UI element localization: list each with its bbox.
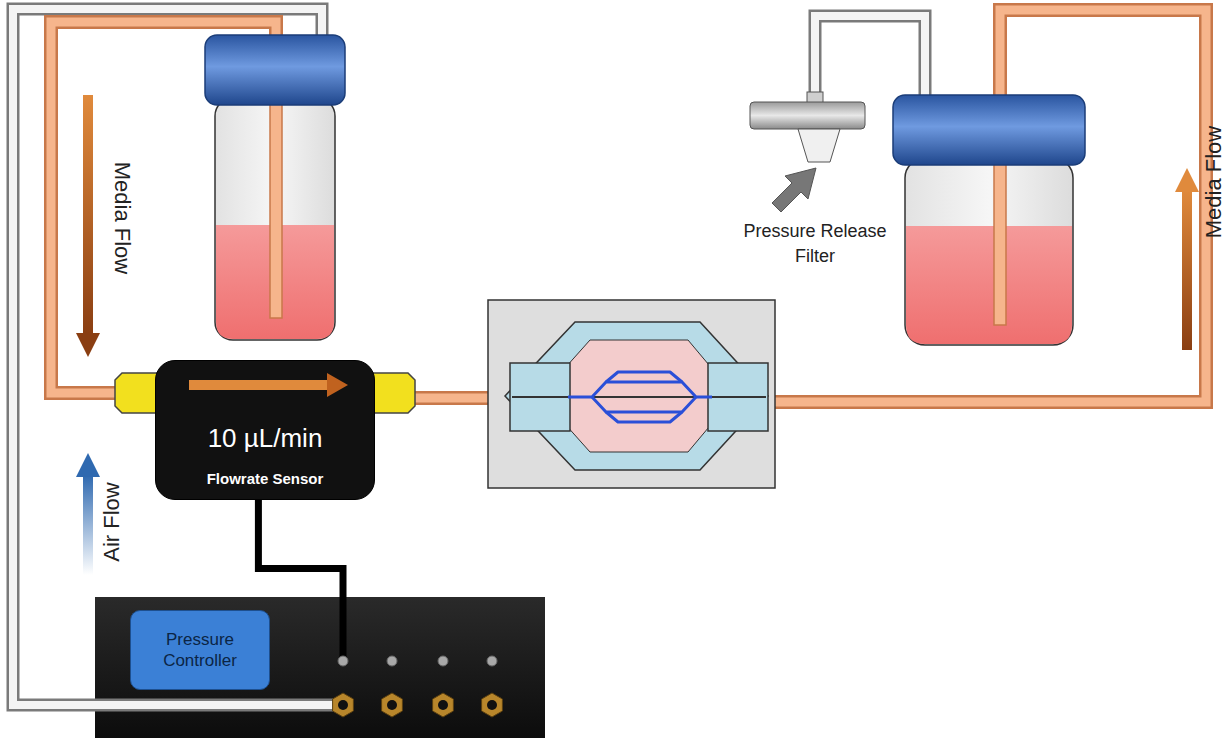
pressure-controller: Pressure Controller [95, 597, 545, 738]
waste-reservoir [994, 160, 1006, 325]
filter-symbol [772, 168, 816, 212]
filter-label: Pressure Release Filter [730, 219, 900, 269]
air-tubing [95, 701, 335, 709]
sensor-port [387, 656, 397, 666]
media-reservoir [205, 35, 345, 105]
fitting [370, 373, 415, 413]
signal-cable [258, 500, 343, 597]
pressure-outlet [438, 700, 448, 710]
media-reservoir [205, 35, 345, 340]
sensor-port [438, 656, 448, 666]
pressure-outlet [338, 700, 348, 710]
flow-arrow [189, 380, 329, 390]
microfluidic-chip [568, 382, 712, 397]
flow-arrow [76, 95, 1199, 575]
microfluidic-chip [592, 397, 696, 412]
filter-symbol [798, 129, 840, 162]
pressure-outlet [387, 700, 397, 710]
flow-arrow [1175, 168, 1199, 192]
microfluidic-chip [488, 300, 775, 488]
waste-reservoir [893, 95, 1085, 345]
sensor-cable [340, 597, 347, 661]
microfluidic-chip [606, 372, 682, 382]
microfluidic-chip [606, 412, 682, 422]
microfluidic-chip [568, 372, 712, 422]
flow-label: Media Flow [107, 162, 138, 274]
media-reservoir [270, 100, 282, 318]
pressure-outlet [487, 700, 497, 710]
flow-arrow [76, 453, 100, 477]
filter-symbol [750, 102, 865, 129]
microfluidic-chip [512, 396, 766, 398]
device-name: Flowrate Sensor [207, 470, 324, 487]
flowrate-value: 10 µL/min [208, 423, 323, 454]
media-tubing [768, 10, 1206, 402]
sensor-port [487, 656, 497, 666]
pressure-outlet [382, 693, 403, 717]
microfluidic-chip [488, 300, 775, 488]
flow-arrow [156, 361, 376, 411]
waste-reservoir [906, 226, 1072, 344]
media-tubing [768, 10, 1206, 402]
filter-symbol [750, 92, 865, 212]
waste-reservoir [893, 95, 1085, 165]
pressure-outlet [433, 693, 454, 717]
microfluidic-chip [505, 322, 768, 470]
sensor-port [338, 656, 348, 666]
waste-reservoir [905, 158, 1073, 345]
fitting [115, 373, 160, 413]
flow-label: Media Flow [1199, 126, 1230, 238]
pressure-outlet [482, 693, 503, 717]
device-name: Pressure Controller [130, 610, 270, 690]
flowrate-sensor: 10 µL/minFlowrate Sensor [155, 360, 375, 500]
air-tubing [95, 699, 335, 712]
media-reservoir [215, 98, 335, 340]
flow-label: Air Flow [97, 482, 128, 561]
flow-arrow [83, 475, 93, 575]
flow-arrow [1182, 190, 1192, 350]
air-tubing [815, 16, 925, 104]
flow-arrow [327, 373, 348, 397]
air-tubing [815, 16, 925, 104]
flow-arrow [83, 95, 93, 335]
flow-arrow [76, 333, 100, 357]
pressure-outlet [333, 693, 354, 717]
